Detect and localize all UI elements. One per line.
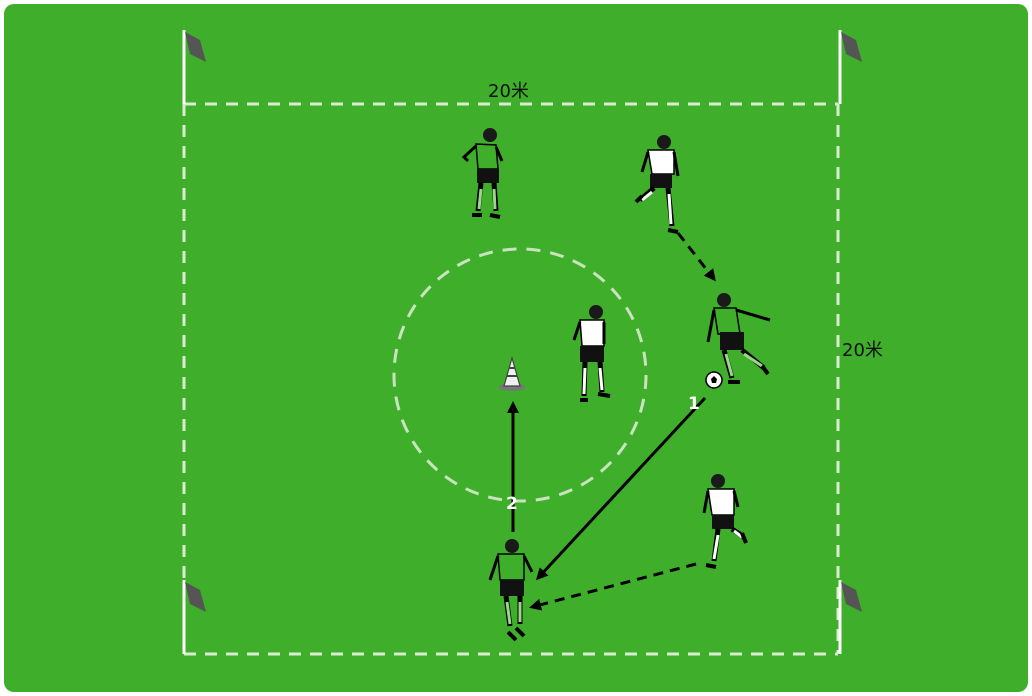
pass-number-2: 2 bbox=[506, 494, 518, 514]
height-label: 20米 bbox=[842, 340, 883, 361]
player-green-top bbox=[461, 128, 504, 219]
player-green-right-with-ball bbox=[706, 293, 771, 384]
player-white-center bbox=[572, 305, 611, 402]
corner-flag-icon bbox=[838, 30, 862, 104]
corner-flag-icon bbox=[182, 580, 206, 654]
player-green-bottom bbox=[488, 539, 534, 642]
center-circle bbox=[392, 247, 648, 503]
training-area bbox=[182, 102, 840, 656]
cone-icon bbox=[499, 355, 525, 391]
grass bbox=[4, 4, 1028, 692]
player-white-top-right bbox=[634, 135, 680, 234]
ball-icon bbox=[705, 371, 723, 389]
corner-flag-icon bbox=[182, 30, 206, 104]
corner-flag-icon bbox=[838, 580, 862, 654]
run-arrow-bottom bbox=[529, 562, 697, 611]
pass-number-1: 1 bbox=[688, 394, 700, 414]
width-label: 20米 bbox=[488, 81, 529, 102]
player-white-bottom-right bbox=[702, 474, 748, 569]
pass-arrow-1 bbox=[535, 396, 707, 581]
run-arrow-top bbox=[676, 232, 716, 282]
